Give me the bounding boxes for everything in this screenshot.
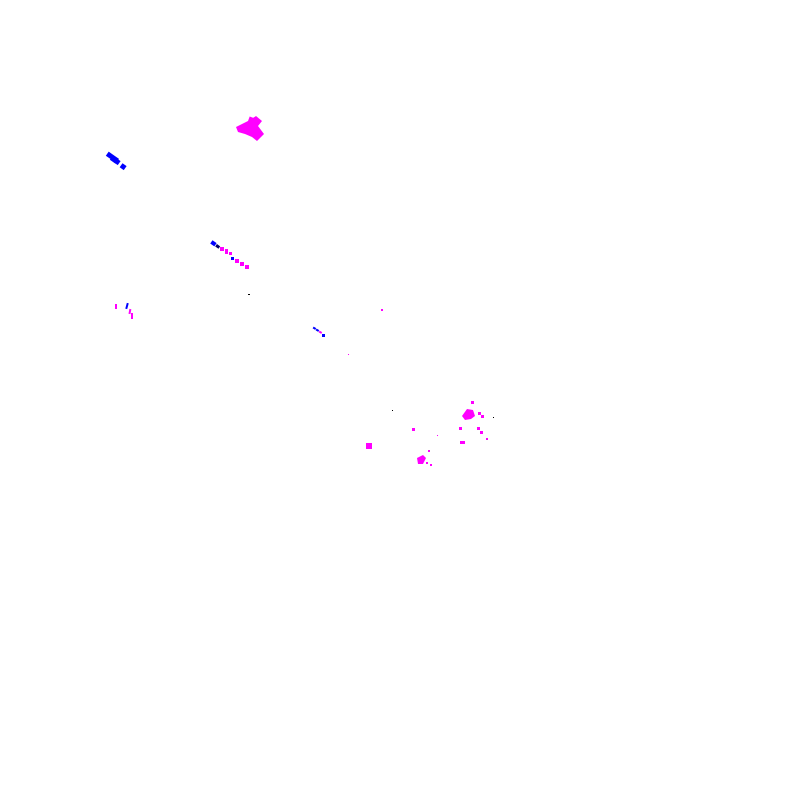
map-feature-magenta-rect	[225, 249, 228, 254]
map-feature-magenta-rect	[459, 427, 462, 430]
map-feature-magenta-rect	[478, 412, 481, 415]
map-feature-blue-rect	[315, 328, 320, 332]
map-feature-blue-rect	[210, 240, 217, 247]
map-feature-magenta-rect	[229, 252, 232, 255]
map-feature-magenta-rect	[486, 438, 488, 440]
map-feature-blue-rect	[231, 257, 234, 260]
map-feature-magenta-rect	[480, 431, 483, 434]
map-feature-blue-rect	[125, 302, 129, 310]
map-feature-black-dot	[248, 294, 250, 295]
map-feature-magenta-polygon	[417, 455, 426, 464]
map-feature-magenta-rect	[460, 441, 465, 444]
map-feature-black-dot	[392, 410, 393, 411]
map-feature-magenta-rect	[481, 415, 484, 418]
map-feature-blue-rect	[113, 158, 121, 166]
map-feature-magenta-rect	[245, 265, 249, 269]
map-feature-magenta-rect	[348, 354, 349, 355]
map-feature-magenta-rect	[426, 462, 428, 464]
map-feature-magenta-rect	[318, 330, 323, 334]
map-feature-magenta-rect	[366, 443, 372, 449]
map-feature-black-dot	[493, 417, 494, 418]
map-feature-blue-rect	[119, 163, 127, 171]
map-feature-blue-rect	[322, 334, 325, 337]
map-feature-magenta-rect	[430, 464, 432, 466]
map-feature-magenta-rect	[128, 308, 132, 315]
map-feature-magenta-rect	[437, 435, 438, 436]
map-feature-magenta-rect	[235, 259, 239, 263]
map-feature-magenta-rect	[246, 116, 260, 128]
map-feature-magenta-rect	[220, 247, 224, 251]
map-feature-magenta-rect	[131, 313, 133, 319]
map-feature-magenta-rect	[240, 262, 244, 266]
map-feature-blue-rect	[215, 244, 221, 249]
map-feature-magenta-rect	[477, 427, 480, 430]
map-feature-magenta-rect	[412, 428, 415, 431]
map-feature-magenta-polygon	[462, 409, 475, 420]
map-feature-magenta-rect	[381, 309, 383, 311]
map-feature-magenta-rect	[471, 401, 474, 404]
map-feature-magenta-rect	[115, 304, 117, 309]
map-feature-magenta-rect	[428, 450, 430, 452]
map-feature-blue-rect	[312, 326, 317, 330]
